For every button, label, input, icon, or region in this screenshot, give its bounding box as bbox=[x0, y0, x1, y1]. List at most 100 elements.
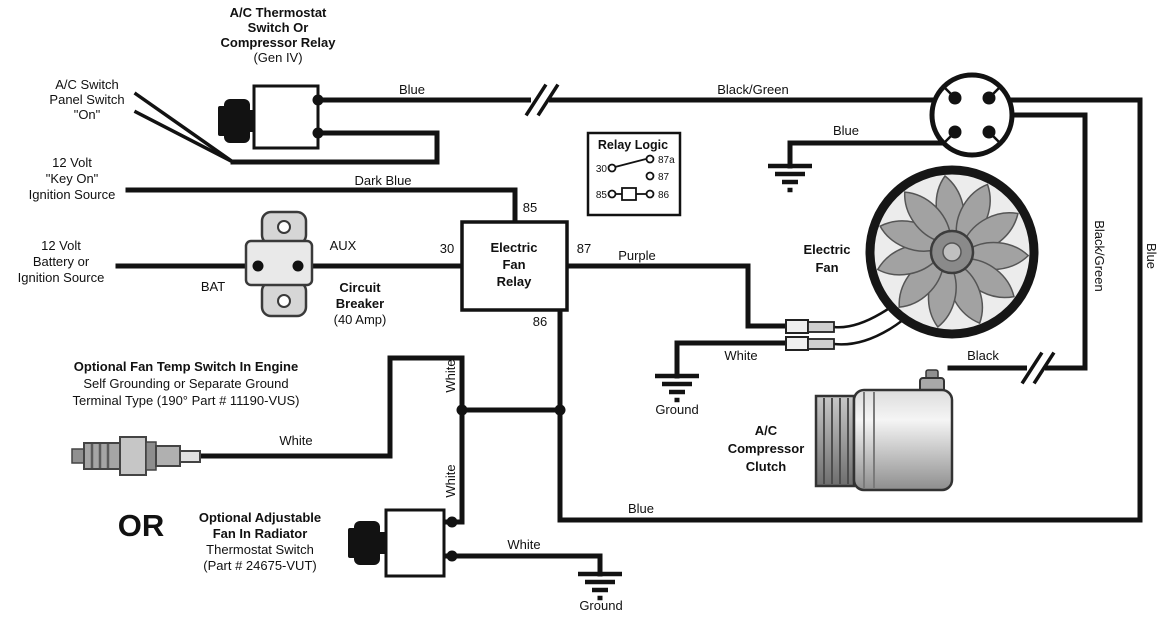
label-temp-switch-1: Optional Fan Temp Switch In Engine bbox=[74, 359, 298, 374]
connector-pin bbox=[948, 91, 962, 105]
label-pin-30: 30 bbox=[440, 241, 454, 256]
ground-symbol-radiator bbox=[578, 574, 622, 598]
switch-body bbox=[384, 508, 446, 578]
label-panel-switch-1: A/C Switch bbox=[55, 77, 119, 92]
switch-stem bbox=[378, 532, 386, 554]
logic-pin-30: 30 bbox=[596, 164, 608, 175]
temp-switch-threads bbox=[83, 442, 121, 470]
wire-label-white-vertical-upper: White bbox=[443, 359, 458, 392]
label-aux-terminal: AUX bbox=[330, 238, 357, 253]
label-radiator-switch-3: Thermostat Switch bbox=[206, 542, 314, 557]
wire-label-white-vertical-lower: White bbox=[443, 464, 458, 497]
switch-knob bbox=[354, 521, 380, 565]
wire-dark-blue bbox=[125, 187, 518, 225]
junction-dot bbox=[554, 404, 566, 416]
temp-switch-body bbox=[155, 445, 181, 467]
radiator-thermostat-switch bbox=[348, 508, 446, 578]
wire-label-blue-side: Blue bbox=[1144, 243, 1159, 269]
breaker-terminal-aux bbox=[292, 260, 304, 272]
label-breaker-3: (40 Amp) bbox=[334, 312, 387, 327]
plug-1-mate bbox=[807, 321, 835, 333]
contact-87a bbox=[645, 154, 655, 164]
wire-blue-connector-ground bbox=[787, 140, 946, 169]
wire-break-top bbox=[524, 83, 560, 117]
break-slash bbox=[524, 83, 548, 117]
ground-symbol-connector bbox=[768, 166, 812, 190]
label-ground-radiator: Ground bbox=[579, 598, 622, 613]
contact-86 bbox=[645, 189, 655, 199]
wire-white-temp-switch bbox=[197, 355, 465, 459]
wire-label-blue-bottom: Blue bbox=[628, 501, 654, 516]
wire-label-purple: Purple bbox=[618, 248, 656, 263]
pin-dot bbox=[446, 550, 458, 562]
relay-box bbox=[460, 220, 569, 312]
coil-symbol bbox=[621, 187, 637, 201]
temp-switch-terminal bbox=[179, 450, 201, 463]
leader-panel-switch-1 bbox=[133, 91, 236, 165]
label-relay-logic-title: Relay Logic bbox=[598, 138, 668, 152]
label-panel-switch-2: Panel Switch bbox=[49, 92, 124, 107]
electric-fan bbox=[865, 165, 1039, 339]
switch-knob bbox=[224, 99, 250, 143]
wire-purple bbox=[564, 263, 789, 329]
breaker-bottom-hole bbox=[277, 294, 291, 308]
plug-1 bbox=[785, 319, 809, 334]
wire-label-black: Black bbox=[967, 348, 999, 363]
ac-thermostat-switch bbox=[218, 84, 320, 150]
ground-symbol-fan bbox=[655, 376, 699, 400]
label-pin-87: 87 bbox=[577, 241, 591, 256]
compressor-body bbox=[852, 388, 954, 492]
wire-blue-right-loop bbox=[557, 97, 1143, 523]
wire-white-fan-ground bbox=[674, 340, 789, 379]
label-compressor-3: Clutch bbox=[746, 459, 787, 474]
wire-label-white-fan: White bbox=[724, 348, 757, 363]
circuit-breaker bbox=[244, 210, 314, 318]
leader-panel-switch-2 bbox=[133, 109, 236, 165]
label-radiator-switch-1: Optional Adjustable bbox=[199, 510, 321, 525]
label-key-on-3: Ignition Source bbox=[29, 187, 116, 202]
pulley-ribs bbox=[823, 398, 849, 484]
wire-label-blackgreen-side: Black/Green bbox=[1092, 220, 1107, 292]
logic-pin-87: 87 bbox=[658, 172, 670, 183]
connector-pin bbox=[948, 125, 962, 139]
break-slash bbox=[1032, 351, 1056, 385]
label-ac-thermostat-1: A/C Thermostat bbox=[230, 5, 327, 20]
label-pin-85: 85 bbox=[523, 200, 537, 215]
contact-85 bbox=[607, 189, 617, 199]
label-breaker-2: Breaker bbox=[336, 296, 384, 311]
relay-logic bbox=[586, 131, 682, 217]
fan-connector-plugs bbox=[785, 319, 835, 351]
label-temp-switch-3: Terminal Type (190° Part # 11190-VUS) bbox=[72, 393, 299, 408]
label-compressor-2: Compressor bbox=[728, 441, 805, 456]
label-breaker-1: Circuit bbox=[339, 280, 381, 295]
contact-arm bbox=[614, 158, 647, 168]
label-pin-86: 86 bbox=[533, 314, 547, 329]
label-bat-terminal: BAT bbox=[201, 279, 225, 294]
temp-switch-collar bbox=[145, 441, 157, 471]
label-or: OR bbox=[118, 508, 165, 543]
switch-stem bbox=[248, 110, 256, 132]
plug-2-mate bbox=[807, 338, 835, 350]
body-bands bbox=[863, 392, 875, 488]
wire-blackgreen-compressor bbox=[947, 112, 1088, 371]
label-battery-3: Ignition Source bbox=[18, 270, 105, 285]
wire-panel-switch-loop bbox=[230, 130, 440, 165]
label-radiator-switch-4: (Part # 24675-VUT) bbox=[203, 558, 316, 573]
breaker-top-hole bbox=[277, 220, 291, 234]
fan-hub-cap bbox=[942, 242, 962, 262]
logic-pin-86: 86 bbox=[658, 190, 670, 201]
wire-white-radiator-ground bbox=[441, 553, 603, 577]
connector-pin bbox=[982, 91, 996, 105]
label-ac-thermostat-2: Switch Or bbox=[248, 20, 309, 35]
ac-compressor bbox=[814, 369, 954, 492]
wire-break-black bbox=[1020, 351, 1056, 385]
wire-label-dark-blue: Dark Blue bbox=[354, 173, 411, 188]
label-key-on-1: 12 Volt bbox=[52, 155, 92, 170]
wire-label-blackgreen-top: Black/Green bbox=[717, 82, 789, 97]
label-ac-thermostat-3: Compressor Relay bbox=[221, 35, 337, 50]
pin-dot bbox=[446, 516, 458, 528]
junction-dots bbox=[252, 94, 566, 562]
break-slash bbox=[1020, 351, 1044, 385]
